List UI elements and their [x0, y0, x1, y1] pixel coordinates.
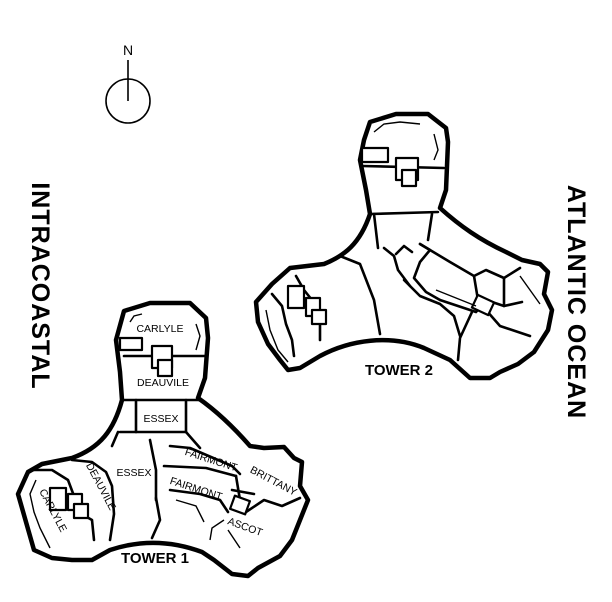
unit-label-carlyle: CARLYLE [136, 323, 183, 335]
north-compass-icon: N [105, 42, 151, 124]
tower-2-label: TOWER 2 [365, 362, 433, 379]
intracoastal-label: INTRACOASTAL [26, 182, 54, 389]
tower-2-building [253, 111, 555, 381]
tower-1-label: TOWER 1 [121, 550, 189, 567]
unit-label-deauvile: DEAUVILE [137, 377, 189, 389]
compass-north-letter: N [123, 42, 133, 58]
tower-1-outline [15, 300, 311, 579]
unit-label-essex-mid: ESSEX [116, 467, 151, 479]
atlantic-ocean-label: ATLANTIC OCEAN [562, 185, 590, 419]
unit-label-essex: ESSEX [143, 413, 178, 425]
tower-1-building [15, 300, 311, 579]
